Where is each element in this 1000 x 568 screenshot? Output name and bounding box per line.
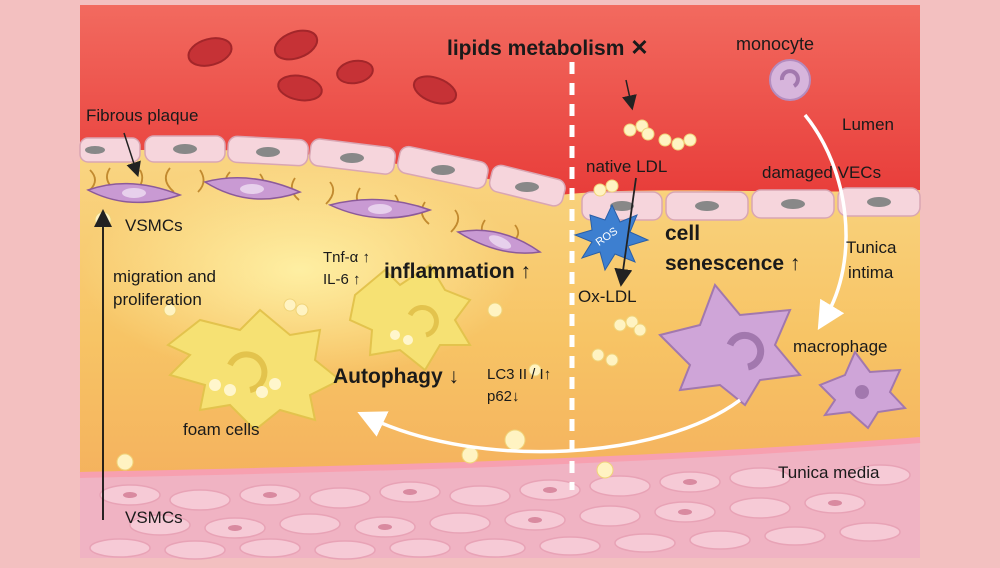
macrophage-small [818, 350, 908, 430]
foam-cell-small [348, 263, 472, 372]
macrophage-label: macrophage [793, 337, 888, 356]
monocyte-cell [769, 59, 811, 101]
migration-label-1: migration and [113, 267, 217, 286]
lipid-droplets [94, 119, 697, 479]
cross-mark-icon: ✕ [630, 35, 649, 60]
vsmc-nuclei [122, 184, 512, 249]
arrows [94, 79, 848, 520]
endothelium-left-nuclei [85, 144, 539, 192]
foam-cells-label: foam cells [183, 420, 260, 439]
lipids-metabolism-label: lipids metabolism ✕ [447, 35, 649, 61]
lumen-label: Lumen [842, 115, 894, 134]
vsmcs-top-label: VSMCs [125, 216, 183, 235]
foam-cell-large [166, 308, 342, 432]
lipids-metabolism-text: lipids metabolism [447, 37, 625, 60]
p62-label: p62↓ [487, 388, 520, 405]
autophagy-label: Autophagy ↓ [333, 365, 459, 388]
media-nuclei [123, 479, 842, 531]
red-blood-cells [187, 29, 458, 105]
lc3-label: LC3 II / I↑ [487, 366, 552, 383]
damaged-vecs-label: damaged VECs [762, 163, 882, 182]
senescence-label: senescence ↑ [665, 252, 801, 275]
vsmcs-bottom-label: VSMCs [125, 508, 183, 527]
ox-ldl-label: Ox-LDL [578, 287, 637, 306]
tunica-intima-label-1: Tunica [846, 238, 897, 257]
il6-label: IL-6 ↑ [323, 271, 361, 288]
tunica-media-label: Tunica media [778, 463, 880, 482]
fibrous-plaque-label: Fibrous plaque [86, 106, 199, 125]
inflammation-label: inflammation ↑ [384, 260, 532, 283]
tunica-intima-label-2: intima [848, 263, 894, 282]
endothelium-right-nuclei [610, 197, 891, 211]
macrophage-large [658, 283, 802, 407]
monocyte-label: monocyte [736, 34, 815, 54]
migration-label-2: proliferation [113, 290, 202, 309]
cell-label: cell [665, 222, 701, 245]
native-ldl-label: native LDL [586, 157, 668, 176]
tnf-alpha-label: Tnf-α ↑ [323, 249, 371, 266]
